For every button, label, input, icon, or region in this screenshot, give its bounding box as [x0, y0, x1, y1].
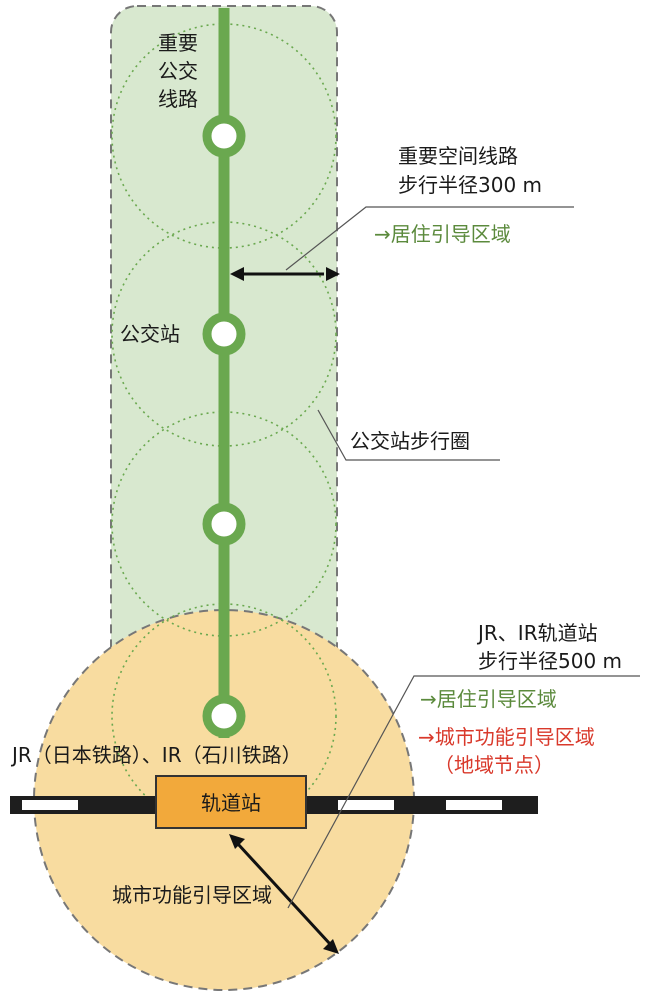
rail-station-label: 轨道站: [201, 791, 261, 815]
radius-300m-arrow: [230, 267, 340, 281]
bus-walk-circle-label: 公交站步行圈: [350, 429, 470, 453]
urban-function-area-label: 城市功能引导区域: [112, 883, 272, 907]
spatial-route-radius: 步行半径300 m: [398, 173, 542, 197]
rail-station-box: [155, 775, 307, 829]
bus-line-label-1: 重要: [158, 31, 198, 55]
rail-station-radius: 步行半径500 m: [478, 649, 622, 673]
residential-guide-label: →居住引导区域: [374, 222, 511, 246]
bus-line-label-2: 公交: [158, 59, 198, 83]
leader-bus-walk-circle: [317, 409, 500, 461]
spatial-route-title: 重要空间线路: [398, 144, 518, 168]
bus-stop-node: [202, 502, 246, 546]
rail-station-title: JR、IR轨道站: [476, 621, 598, 645]
leader-spatial-route: [285, 206, 574, 271]
bus-stop-node: [202, 114, 246, 158]
bus-stop-node: [202, 694, 246, 738]
bus-stop-label: 公交站: [120, 322, 180, 346]
regional-node-label: （地域节点）: [434, 753, 554, 777]
radius-500m-arrow: [229, 834, 339, 954]
leader-rail-station: [287, 675, 640, 909]
railways-label: JR（日本铁路）、IR（石川铁路）: [10, 743, 302, 767]
bus-stops: [202, 114, 246, 738]
urban-function-guide-label: →城市功能引导区域: [418, 725, 595, 749]
bus-stop-node: [202, 312, 246, 356]
bus-line-label-3: 线路: [158, 87, 198, 111]
residential-guide-label-2: →居住引导区域: [420, 687, 557, 711]
